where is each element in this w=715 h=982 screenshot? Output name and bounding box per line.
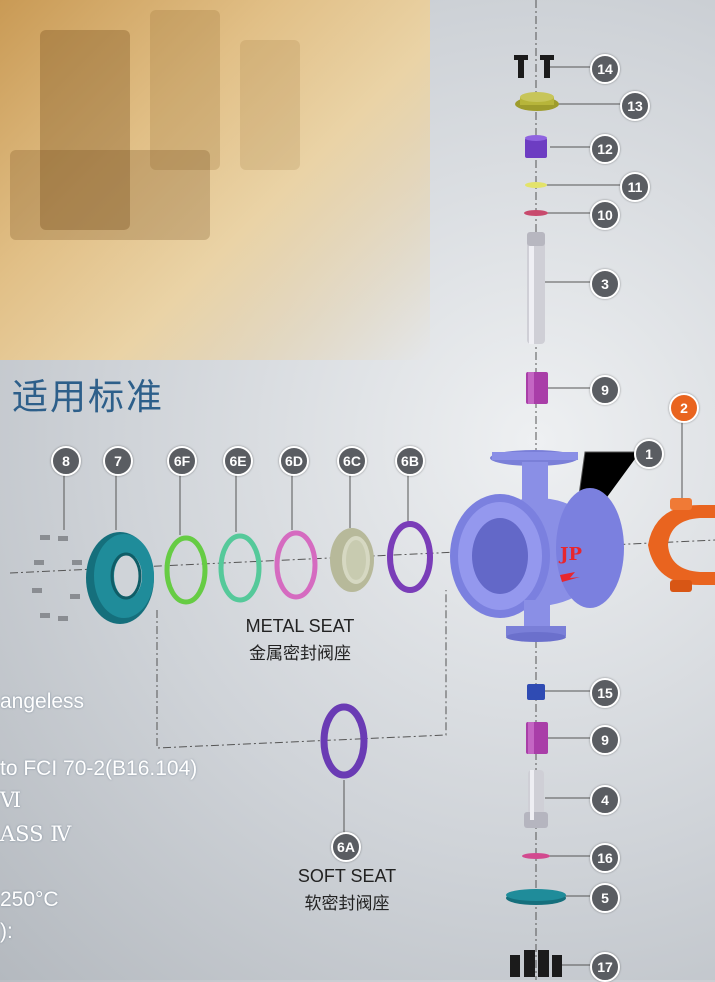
soft-seat-label-zh: 软密封阀座 (304, 894, 390, 913)
callout-9-lower: 9 (590, 725, 620, 755)
soft-seat-label-en: SOFT SEAT (297, 866, 397, 886)
spec-line-4: ASS Ⅳ (0, 822, 72, 846)
callout-11: 11 (620, 172, 650, 202)
callout-6E: 6E (223, 446, 253, 476)
callout-8: 8 (51, 446, 81, 476)
seat-ring-part-6E (218, 533, 262, 603)
soft-seat-label: SOFT SEAT 软密封阀座 (272, 866, 422, 914)
o-ring-part-16 (522, 853, 550, 859)
svg-text:JP: JP (558, 544, 583, 565)
metal-seat-label-zh: 金属密封阀座 (249, 644, 351, 663)
gland-flange-part-13 (515, 92, 559, 111)
metal-seat-label-en: METAL SEAT (245, 616, 355, 636)
callout-6D: 6D (279, 446, 309, 476)
callout-16: 16 (590, 843, 620, 873)
spec-line-1: angeless (0, 690, 85, 713)
callout-13: 13 (620, 91, 650, 121)
bottom-cover-part-5 (506, 889, 566, 905)
callout-15: 15 (590, 678, 620, 708)
callout-2: 2 (669, 393, 699, 423)
valve-body-part-1: JP (450, 450, 624, 642)
callout-6B: 6B (395, 446, 425, 476)
callout-6C: 6C (337, 446, 367, 476)
washer-part-11 (525, 182, 547, 188)
callout-12: 12 (590, 134, 620, 164)
callout-4: 4 (590, 785, 620, 815)
callout-14: 14 (590, 54, 620, 84)
packing-gland-part-12 (525, 135, 547, 158)
seat-ring-part-6C (330, 528, 374, 592)
metal-seat-label: METAL SEAT 金属密封阀座 (220, 616, 380, 664)
trunnion-part-4 (524, 770, 548, 828)
flange-part-7 (86, 532, 154, 624)
stem-part-3 (527, 232, 545, 344)
spec-line-3: Ⅵ (0, 788, 22, 812)
callout-6F: 6F (167, 446, 197, 476)
callout-7: 7 (103, 446, 133, 476)
seat-ring-part-6D (274, 530, 318, 600)
bushing-lower-part-9 (526, 722, 548, 754)
seat-ring-part-6B (387, 521, 433, 593)
callout-9-upper: 9 (590, 375, 620, 405)
seat-ring-part-6F (164, 535, 208, 605)
screws-part-8 (32, 535, 82, 621)
callout-10: 10 (590, 200, 620, 230)
callout-17: 17 (590, 952, 620, 982)
callout-1: 1 (634, 439, 664, 469)
soft-seat-ring-part-6A (320, 703, 368, 779)
plug-part-15 (527, 684, 545, 700)
spec-line-6: ): (0, 920, 13, 943)
spec-line-5: 250°C (0, 888, 59, 911)
spec-line-2: to FCI 70-2(B16.104) (0, 757, 198, 780)
bolt-pair-part-14 (514, 55, 554, 78)
callout-5: 5 (590, 883, 620, 913)
end-cap-part-2 (648, 498, 715, 592)
bushing-upper-part-9 (526, 372, 548, 404)
o-ring-part-10 (524, 210, 548, 216)
callout-6A: 6A (331, 832, 361, 862)
bolts-part-17 (510, 950, 562, 977)
background-photo (0, 0, 430, 360)
standards-heading: 适用标准 (12, 377, 165, 418)
callout-3: 3 (590, 269, 620, 299)
